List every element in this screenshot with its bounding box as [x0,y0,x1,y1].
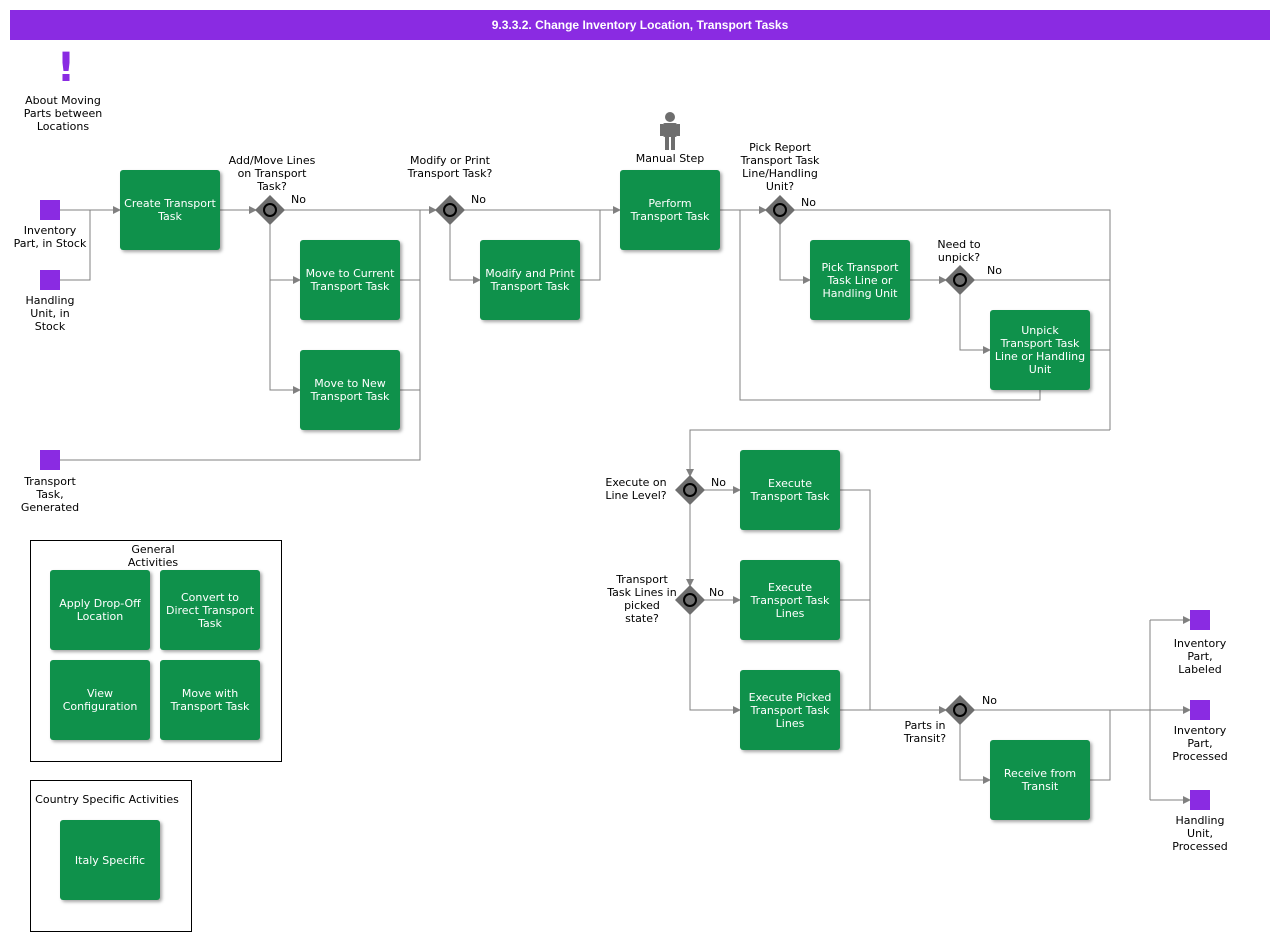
connector [269,280,301,394]
gateway-label: Execute on Line Level? [605,476,667,502]
task-move-to-current[interactable]: Move to Current Transport Task [300,240,400,320]
group-title: General Activities [127,543,179,569]
gateway-label: Need to unpick? [937,238,981,264]
end-event-label: Handling Unit, Processed [1172,814,1228,853]
task-move-to-new[interactable]: Move to New Transport Task [300,350,400,430]
connector [580,210,601,281]
connector [449,224,481,284]
gateway-execute-on-line-level [675,475,705,505]
connector [779,224,811,284]
task-execute-lines[interactable]: Execute Transport Task Lines [740,560,840,640]
task-create-transport-task[interactable]: Create Transport Task [120,170,220,250]
task-label: Modify and Print Transport Task [485,267,575,293]
task-label: Perform Transport Task [630,197,710,223]
flow-label-no: No [801,196,816,209]
gateway-add-move-lines [255,195,285,225]
task-label: Execute Transport Task [750,477,830,503]
gateway-parts-in-transit [945,695,975,725]
gateway-label: Pick Report Transport Task Line/Handling… [740,141,820,193]
gateway-lines-in-picked-state [675,585,705,615]
start-event-label: Handling Unit, in Stock [25,294,75,333]
connector [269,224,301,284]
connector [840,489,871,710]
activity-view-configuration[interactable]: View Configuration [50,660,150,740]
start-event-label: Inventory Part, in Stock [13,224,87,250]
end-event-label: Inventory Part, Processed [1172,724,1228,763]
task-modify-and-print[interactable]: Modify and Print Transport Task [480,240,580,320]
gateway-modify-or-print [435,195,465,225]
task-unpick-line-or-hu[interactable]: Unpick Transport Task Line or Handling U… [990,310,1090,390]
connector [739,210,1041,401]
activity-convert-to-direct[interactable]: Convert to Direct Transport Task [160,570,260,650]
task-label: Convert to Direct Transport Task [165,590,255,630]
task-label: Pick Transport Task Line or Handling Uni… [821,260,899,300]
flow-label-no: No [291,193,306,206]
task-execute-picked-lines[interactable]: Execute Picked Transport Task Lines [740,670,840,750]
flow-label-no: No [987,264,1002,277]
task-label: Create Transport Task [124,197,216,223]
manual-step-label: Manual Step [635,152,705,165]
task-label: Execute Picked Transport Task Lines [748,690,832,730]
task-label: View Configuration [62,687,138,713]
gateways [255,195,975,725]
person-icon [660,112,680,150]
gateway-pick-report [765,195,795,225]
task-label: Apply Drop-Off Location [59,597,141,623]
exclamation-icon: ! [56,45,76,91]
task-label: Italy Specific [74,853,146,867]
connector [1090,710,1111,781]
end-event-label: Inventory Part, Labeled [1173,637,1227,676]
task-receive-from-transit[interactable]: Receive from Transit [990,740,1090,820]
flow-label-no: No [471,193,486,206]
activity-move-with-transport-task[interactable]: Move with Transport Task [160,660,260,740]
gateway-label: Modify or Print Transport Task? [407,154,493,180]
start-event-label: Transport Task, Generated [20,475,80,514]
task-label: Receive from Transit [1003,767,1077,793]
end-event-inventory-part-processed[interactable] [1190,700,1210,720]
start-event-inventory-part[interactable] [40,200,60,220]
flow-label-no: No [711,476,726,489]
end-event-inventory-part-labeled[interactable] [1190,610,1210,630]
gateway-label: Parts in Transit? [903,719,947,745]
flow-label-no: No [982,694,997,707]
task-label: Execute Transport Task Lines [750,580,830,620]
page-title: 9.3.3.2. Change Inventory Location, Tran… [10,10,1270,40]
gateway-label: Add/Move Lines on Transport Task? [228,154,316,193]
gateway-label: Transport Task Lines in picked state? [607,573,677,625]
flow-label-no: No [709,586,724,599]
activity-apply-drop-off-location[interactable]: Apply Drop-Off Location [50,570,150,650]
connector [794,209,1111,430]
end-event-handling-unit-processed[interactable] [1190,790,1210,810]
task-label: Move with Transport Task [170,687,250,713]
task-label: Unpick Transport Task Line or Handling U… [994,324,1086,376]
task-execute-transport-task[interactable]: Execute Transport Task [740,450,840,530]
connector [60,209,91,281]
start-event-handling-unit[interactable] [40,270,60,290]
task-perform-transport-task[interactable]: Perform Transport Task [620,170,720,250]
connector [959,724,991,784]
start-event-transport-task[interactable] [40,450,60,470]
connector [686,429,1110,477]
connector [959,294,991,354]
connector [689,614,741,714]
task-label: Move to New Transport Task [310,377,390,403]
group-title: Country Specific Activities [35,793,179,806]
gateway-need-to-unpick [945,265,975,295]
note-label: About Moving Parts between Locations [23,94,103,133]
connector [60,210,421,461]
task-label: Move to Current Transport Task [305,267,395,293]
task-pick-line-or-hu[interactable]: Pick Transport Task Line or Handling Uni… [810,240,910,320]
activity-italy-specific[interactable]: Italy Specific [60,820,160,900]
